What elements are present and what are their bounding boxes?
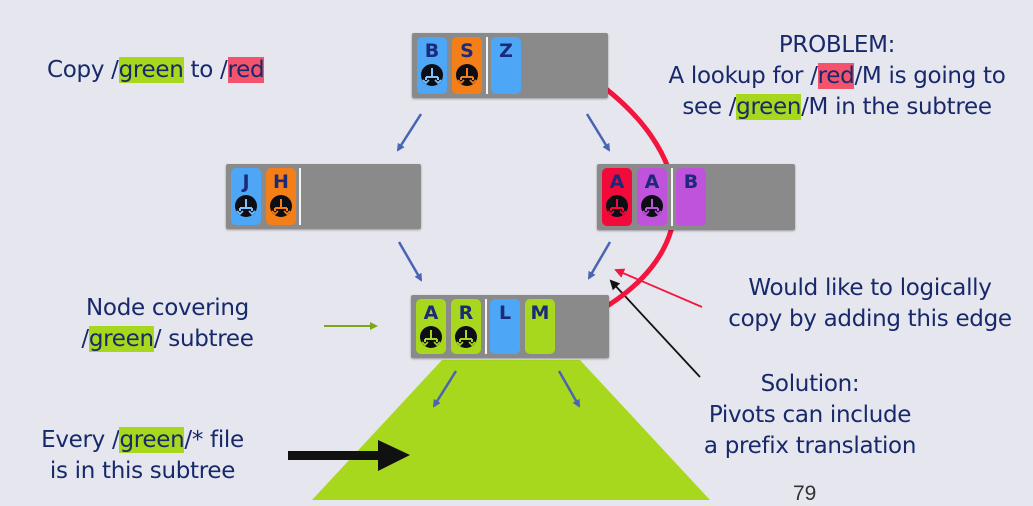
problem-red-highlight: red [817,63,855,89]
pivot-key: R [458,302,474,324]
pivot-slot: L [490,299,520,354]
pivot-slot: A [637,168,667,226]
solution-label: Solution: Pivots can include a prefix tr… [690,369,930,462]
would-like-label: Would like to logically copy by adding t… [705,273,1033,335]
solution-pointer-arrow [609,279,701,378]
problem-line-2: see /green/M in the subtree [642,92,1032,123]
pivot-key: Z [499,40,513,62]
pivot-slot: S [452,37,482,94]
child-pointer-icon [420,326,442,348]
solution-line-1: Solution: [760,371,860,397]
pivot-separator [486,37,488,94]
every-label-line-1: Every /green/* file [20,425,265,456]
problem-line-2-pre: see / [682,94,737,120]
node-label-line-2: /green/ subtree [60,324,275,355]
node-label-line-1: Node covering [86,295,249,321]
problem-line-2-post: /M in the subtree [801,94,992,120]
problem-line-1-post: /M is going to [854,63,1006,89]
edge-root-to-left [396,113,423,152]
edge-green-to-left-child [432,370,458,408]
pivot-key: B [424,40,440,62]
pivot-slot: Z [491,37,521,94]
edge-root-to-right [585,113,611,152]
node-covering-label: Node covering /green/ subtree [60,293,275,355]
pivot-key: S [460,40,474,62]
copy-dst-highlight: red [227,57,265,83]
problem-text: PROBLEM: A lookup for /red/M is going to… [642,30,1032,123]
would-like-pointer-arrow [614,268,703,308]
pivot-slot: A [602,168,632,226]
edge-right-to-green [587,241,612,280]
problem-green-highlight: green [736,94,802,120]
pivot-slot: B [417,37,447,94]
pivot-key: M [530,302,550,324]
pivot-slot: M [525,299,555,354]
every-label-post: /* file [184,427,244,453]
child-pointer-icon [270,195,292,217]
pivot-key: L [498,302,512,324]
child-pointer-icon [606,195,628,217]
pivot-key: A [423,302,439,324]
pivot-separator [671,168,673,226]
pivot-slot: B [676,168,706,226]
would-like-line-2: copy by adding this edge [728,306,1012,332]
problem-line-1: A lookup for /red/M is going to [642,61,1032,92]
pivot-key: A [609,171,625,193]
every-label-line-2: is in this subtree [49,458,236,484]
every-label-arrow [288,440,410,471]
pivot-separator [485,299,487,354]
solution-line-2: Pivots can include [708,402,912,428]
pivot-separator [299,168,301,225]
every-file-label: Every /green/* file is in this subtree [20,425,265,487]
copy-caption: Copy /green to /red [47,55,265,86]
child-pointer-icon [421,64,443,86]
pivot-key: B [683,171,699,193]
pivot-slot: J [231,168,261,225]
green-subtree-triangle [312,360,710,500]
child-pointer-icon [455,326,477,348]
node-label-post: / subtree [153,326,254,352]
child-pointer-icon [641,195,663,217]
pivot-key: H [273,171,289,193]
node-label-pre: / [81,326,89,352]
child-pointer-icon [456,64,478,86]
copy-src-highlight: green [118,57,184,83]
pivot-slot: A [416,299,446,354]
would-like-line-1: Would like to logically [748,275,992,301]
edge-green-to-right-child [557,370,581,408]
problem-title: PROBLEM: [778,32,896,58]
child-pointer-icon [235,195,257,217]
pivot-slot: H [266,168,296,225]
solution-line-3: a prefix translation [703,433,917,459]
pivot-key: J [242,171,250,193]
edge-left-to-green [397,241,423,282]
every-label-pre: Every / [41,427,120,453]
pivot-slot: R [451,299,481,354]
node-label-green-highlight: green [88,326,154,352]
pivot-key: A [644,171,660,193]
every-label-green-highlight: green [119,427,185,453]
page-number: 79 [793,482,817,505]
problem-line-1-pre: A lookup for / [668,63,818,89]
copy-caption-mid: to / [183,57,228,83]
copy-caption-prefix: Copy / [47,57,119,83]
